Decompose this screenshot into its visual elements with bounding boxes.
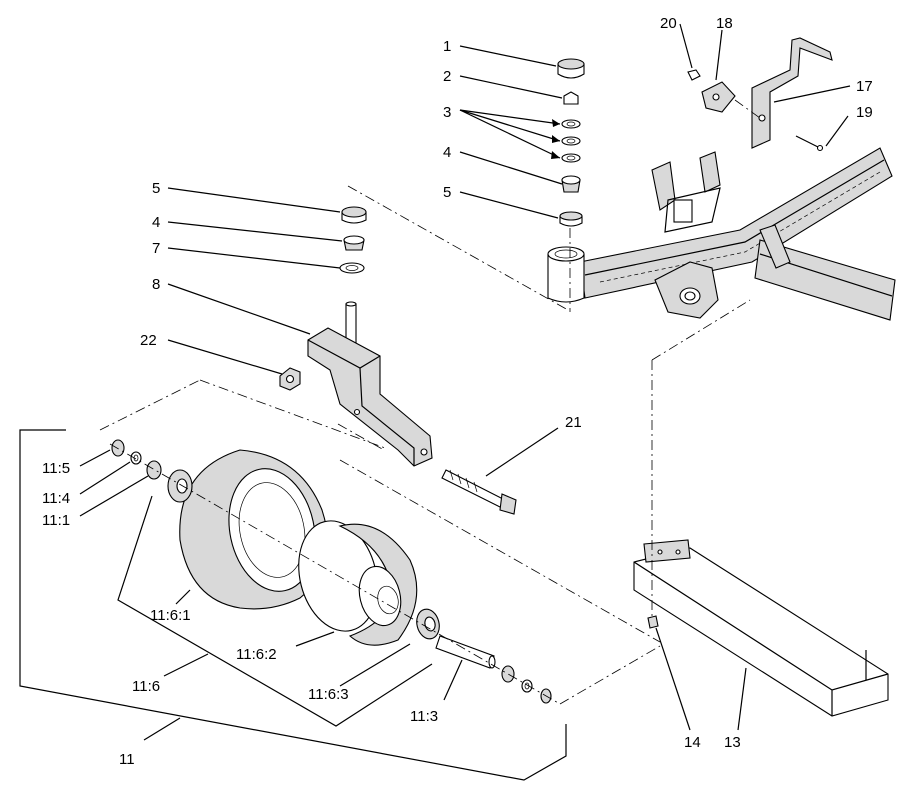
part-19-screw (795, 135, 824, 152)
callout-8: 8 (152, 276, 160, 293)
part-17-bracket (751, 37, 833, 149)
stack-upper (557, 58, 585, 227)
callout-4-fork: 4 (152, 214, 160, 231)
callout-11-5: 11:5 (42, 460, 70, 477)
wheel-assembly (109, 439, 561, 705)
callout-3: 3 (443, 104, 451, 121)
callout-17: 17 (856, 78, 873, 95)
callout-11-6-1: 11:6:1 (150, 607, 191, 624)
callout-11-6: 11:6 (132, 678, 160, 695)
leader-lines (79, 23, 851, 741)
callout-5-upper: 5 (443, 184, 451, 201)
frame-assembly (547, 147, 896, 321)
callout-2: 2 (443, 68, 451, 85)
part-20-nut (687, 69, 701, 81)
part-21-bolt (441, 469, 517, 515)
callout-14: 14 (684, 734, 701, 751)
group-brackets (19, 429, 567, 781)
caster-fork-stack (279, 206, 433, 467)
callout-labels: 1 2 3 4 5 5 4 7 8 22 21 20 18 17 19 11:5… (42, 15, 873, 768)
callout-11-3: 11:3 (410, 708, 438, 725)
callout-11-6-2: 11:6:2 (236, 646, 277, 663)
callout-11-1: 11:1 (42, 512, 70, 529)
callout-22: 22 (140, 332, 157, 349)
part-18-plate (701, 81, 736, 113)
callout-11-4: 11:4 (42, 490, 70, 507)
callout-11: 11 (119, 751, 135, 768)
callout-11-6-3: 11:6:3 (308, 686, 349, 703)
callout-1: 1 (443, 38, 451, 55)
callout-5-fork: 5 (152, 180, 160, 197)
callout-21: 21 (565, 414, 582, 431)
callout-13: 13 (724, 734, 741, 751)
callout-19: 19 (856, 104, 873, 121)
callout-18: 18 (716, 15, 733, 32)
part-13-board (633, 539, 889, 717)
callout-7: 7 (152, 240, 160, 257)
callout-20: 20 (660, 15, 677, 32)
centerline-17-18 (734, 99, 761, 119)
construction-lines (99, 185, 751, 705)
part-14-pin (647, 615, 659, 629)
callout-4-upper: 4 (443, 144, 451, 161)
